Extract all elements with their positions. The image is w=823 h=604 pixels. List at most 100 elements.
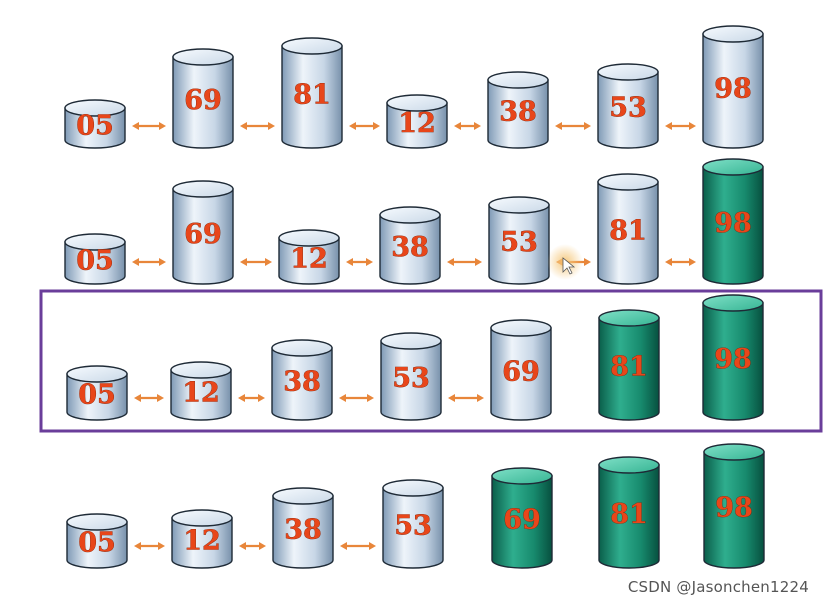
swap-arrow (240, 258, 272, 266)
swap-arrow (134, 542, 165, 550)
swap-arrow (132, 258, 166, 266)
cylinder-top (598, 309, 660, 327)
cylinder-body (379, 214, 441, 285)
cylinder-value: 98 (714, 208, 752, 239)
cylinder-body (278, 237, 340, 285)
watermark: CSDN @Jasonchen1224 (627, 578, 809, 596)
cylinder-top (66, 365, 128, 383)
cylinder-body (170, 369, 232, 421)
cylinder-body (491, 475, 553, 569)
cylinder-value: 38 (499, 96, 537, 127)
cylinder: 38 (272, 487, 334, 569)
swap-arrow (238, 394, 265, 402)
sorted-cylinder: 69 (491, 467, 553, 569)
cylinder-body (490, 327, 552, 421)
cylinder-top (386, 94, 448, 112)
cylinder-body (386, 102, 448, 149)
swap-arrow (134, 394, 164, 402)
cylinder-value: 69 (502, 356, 540, 387)
cylinder-value: 98 (714, 73, 752, 104)
cylinder-value: 98 (714, 344, 752, 375)
cylinder-value: 81 (610, 351, 648, 382)
cylinder-top (278, 229, 340, 247)
cylinder-top (171, 509, 233, 527)
cylinder-top (702, 294, 764, 312)
cylinder: 81 (281, 37, 343, 149)
cylinder: 53 (597, 63, 659, 149)
cylinder: 69 (172, 180, 234, 285)
cylinder-top (491, 467, 553, 485)
cylinder: 05 (66, 513, 128, 569)
cylinder-value: 05 (76, 110, 114, 141)
cylinder-top (597, 63, 659, 81)
swap-arrow (555, 122, 591, 130)
cylinder-body (598, 464, 660, 569)
cylinder-body (171, 517, 233, 569)
mouse-cursor-icon (547, 244, 583, 280)
cylinder-body (487, 79, 549, 149)
cylinder: 53 (382, 479, 444, 569)
cylinder-value: 53 (392, 363, 430, 394)
cylinder-value: 12 (182, 377, 220, 408)
swap-arrow (448, 394, 484, 402)
cylinder-value: 81 (293, 79, 331, 110)
cylinder-top (271, 339, 333, 357)
cylinder-top (272, 487, 334, 505)
cylinder-top (281, 37, 343, 55)
pass-row-3: 05 12 38 53 69 81 98 (66, 294, 764, 421)
cylinder-value: 69 (184, 219, 222, 250)
cylinder-body (64, 241, 126, 285)
cylinder-value: 12 (290, 243, 328, 274)
cylinder: 69 (490, 319, 552, 421)
cylinder-body (272, 495, 334, 569)
cylinder: 53 (380, 332, 442, 421)
cylinder-top (702, 25, 764, 43)
swap-arrow (349, 122, 380, 130)
cylinder-top (172, 180, 234, 198)
sorted-cylinder: 81 (598, 456, 660, 569)
cylinder-value: 53 (394, 510, 432, 541)
cylinder-body (66, 373, 128, 421)
cylinder: 05 (64, 233, 126, 285)
cylinder-body (702, 166, 764, 285)
swap-arrow (454, 122, 481, 130)
cylinder: 53 (488, 196, 550, 285)
cylinder-value: 05 (76, 245, 114, 276)
cylinder-top (64, 99, 126, 117)
cylinder-value: 53 (609, 92, 647, 123)
cylinder-body (597, 181, 659, 285)
cylinder-body (702, 33, 764, 149)
swap-arrow (339, 394, 374, 402)
cylinder-value: 38 (391, 232, 429, 263)
cylinder-top (66, 513, 128, 531)
cylinder-top (170, 361, 232, 379)
cylinder-top (597, 173, 659, 191)
cylinder-value: 98 (715, 492, 753, 523)
cylinder-top (64, 233, 126, 251)
cylinder-body (172, 188, 234, 285)
cylinder-top (380, 332, 442, 350)
cylinder-value: 69 (503, 504, 541, 535)
cylinder: 38 (271, 339, 333, 421)
cylinder-value: 38 (283, 366, 321, 397)
highlight-box (39, 289, 823, 433)
cylinder-value: 38 (284, 514, 322, 545)
cylinder: 05 (66, 365, 128, 421)
cylinder-body (380, 340, 442, 421)
cylinder-top (490, 319, 552, 337)
swap-arrow (240, 122, 275, 130)
cylinder-top (703, 443, 765, 461)
cylinder: 12 (386, 94, 448, 149)
sorted-cylinder: 98 (702, 294, 764, 421)
cylinder-value: 05 (78, 379, 116, 410)
cylinder: 98 (702, 25, 764, 149)
cylinder-value: 05 (78, 527, 116, 558)
sorted-cylinder: 98 (702, 158, 764, 285)
cylinder: 12 (170, 361, 232, 421)
cylinder-body (64, 107, 126, 149)
sorted-cylinder: 81 (598, 309, 660, 421)
